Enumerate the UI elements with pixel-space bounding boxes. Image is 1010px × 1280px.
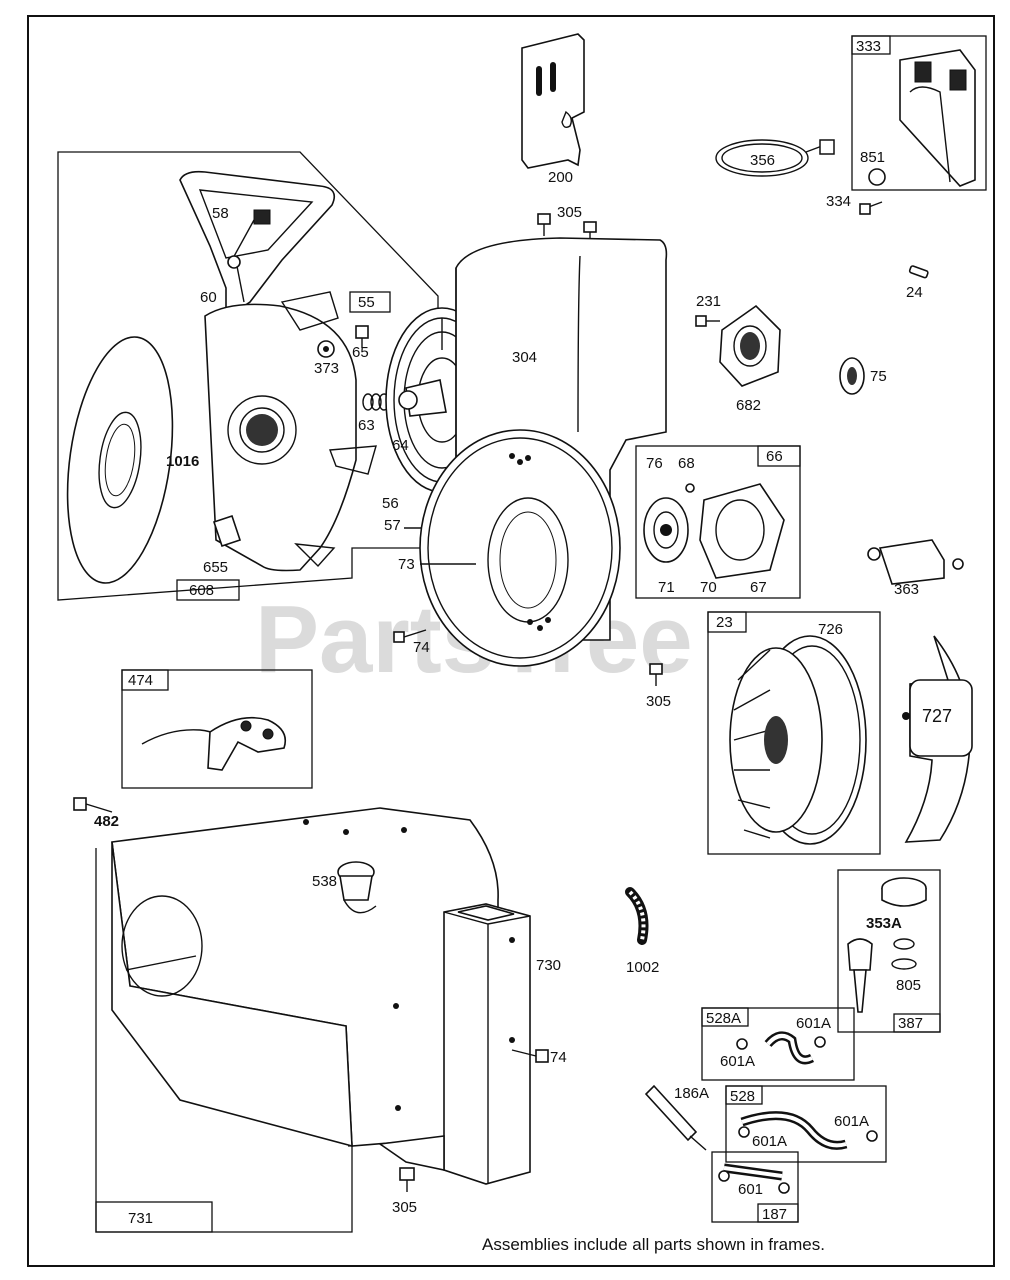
part-label-24[interactable]: 24 [906, 284, 923, 301]
part-58-clip[interactable] [227, 209, 271, 269]
part-538-knob[interactable] [337, 861, 377, 914]
part-label-601A-b[interactable]: 601A [720, 1053, 755, 1070]
frame-55[interactable] [349, 291, 391, 313]
part-231-screw[interactable] [695, 315, 720, 327]
part-851-icon[interactable] [868, 168, 886, 186]
frame-label-528A[interactable]: 528A [706, 1010, 741, 1027]
part-label-363[interactable]: 363 [894, 581, 919, 598]
part-730-tube[interactable] [377, 903, 531, 1185]
part-label-334[interactable]: 334 [826, 193, 851, 210]
part-74-screw-a[interactable] [393, 629, 427, 643]
part-356-wire[interactable] [715, 139, 835, 177]
frame-387[interactable] [837, 869, 941, 1033]
part-74-screw-b[interactable] [511, 1049, 549, 1063]
part-1016-disc[interactable] [53, 330, 187, 590]
part-305-screws-top[interactable] [537, 213, 597, 244]
part-label-726[interactable]: 726 [818, 621, 843, 638]
part-label-74-b[interactable]: 74 [550, 1049, 567, 1066]
part-label-57[interactable]: 57 [384, 517, 401, 534]
part-24-pin[interactable] [908, 265, 929, 279]
part-305-screw-bottom[interactable] [399, 1167, 415, 1192]
frame-label-608[interactable]: 608 [189, 582, 214, 599]
blower-housing[interactable] [204, 291, 377, 572]
frame-label-731[interactable]: 731 [128, 1210, 153, 1227]
frame-333[interactable] [851, 35, 987, 191]
part-label-730[interactable]: 730 [536, 957, 561, 974]
part-label-601[interactable]: 601 [738, 1181, 763, 1198]
part-label-601A-a[interactable]: 601A [796, 1015, 831, 1032]
part-186A-fitting[interactable] [644, 1084, 707, 1151]
part-label-76[interactable]: 76 [646, 455, 663, 472]
part-label-356[interactable]: 356 [750, 152, 775, 169]
part-label-64[interactable]: 64 [392, 437, 409, 454]
part-363-connector[interactable] [867, 539, 964, 585]
part-75-washer[interactable] [839, 357, 865, 395]
part-label-373[interactable]: 373 [314, 360, 339, 377]
part-73-backplate[interactable] [419, 429, 621, 667]
part-label-305-top[interactable]: 305 [557, 204, 582, 221]
part-label-70[interactable]: 70 [700, 579, 717, 596]
part-label-1016[interactable]: 1016 [166, 453, 199, 470]
frame-label-55[interactable]: 55 [358, 294, 375, 311]
frame-label-528[interactable]: 528 [730, 1088, 755, 1105]
part-label-601A-c[interactable]: 601A [834, 1113, 869, 1130]
part-label-1002[interactable]: 1002 [626, 959, 659, 976]
frame-label-187[interactable]: 187 [762, 1206, 787, 1223]
part-334-screw[interactable] [859, 201, 883, 215]
part-305-screw-mid[interactable] [649, 663, 663, 686]
part-label-56[interactable]: 56 [382, 495, 399, 512]
part-label-601A-d[interactable]: 601A [752, 1133, 787, 1150]
frame-label-23[interactable]: 23 [716, 614, 733, 631]
part-label-538[interactable]: 538 [312, 873, 337, 890]
part-label-727[interactable]: 727 [922, 706, 952, 726]
part-682-flange[interactable] [719, 304, 781, 387]
part-label-58[interactable]: 58 [212, 205, 229, 222]
frame-528[interactable] [725, 1085, 887, 1163]
part-label-71[interactable]: 71 [658, 579, 675, 596]
part-label-682[interactable]: 682 [736, 397, 761, 414]
footer-note: Assemblies include all parts shown in fr… [482, 1235, 825, 1254]
part-label-200[interactable]: 200 [548, 169, 573, 186]
part-200-bracket[interactable] [521, 33, 585, 169]
frame-187[interactable] [711, 1151, 799, 1223]
part-1002-hose[interactable] [625, 887, 649, 945]
part-label-305-bottom[interactable]: 305 [392, 1199, 417, 1216]
frame-731[interactable] [95, 807, 499, 1233]
part-label-851[interactable]: 851 [860, 149, 885, 166]
frame-474[interactable] [121, 669, 313, 789]
part-373-nut[interactable] [317, 340, 335, 358]
part-label-67[interactable]: 67 [750, 579, 767, 596]
page-border [27, 15, 995, 1267]
part-label-304[interactable]: 304 [512, 349, 537, 366]
part-label-75[interactable]: 75 [870, 368, 887, 385]
part-label-73[interactable]: 73 [398, 556, 415, 573]
part-655-clip[interactable] [212, 514, 242, 548]
part-label-60[interactable]: 60 [200, 289, 217, 306]
part-label-74-a[interactable]: 74 [413, 639, 430, 656]
frame-label-66[interactable]: 66 [766, 448, 783, 465]
part-label-68[interactable]: 68 [678, 455, 695, 472]
part-727-guard[interactable] [902, 635, 973, 843]
frame-label-333[interactable]: 333 [856, 38, 881, 55]
part-482-bolt[interactable] [73, 797, 113, 813]
part-label-305-mid[interactable]: 305 [646, 693, 671, 710]
part-label-186A[interactable]: 186A [674, 1085, 709, 1102]
part-63-spring[interactable] [362, 393, 390, 411]
frame-label-474[interactable]: 474 [128, 672, 153, 689]
part-label-231[interactable]: 231 [696, 293, 721, 310]
part-label-63[interactable]: 63 [358, 417, 375, 434]
part-label-353A[interactable]: 353A [866, 915, 902, 932]
frame-608[interactable] [57, 151, 439, 601]
part-label-655[interactable]: 655 [203, 559, 228, 576]
part-label-805[interactable]: 805 [896, 977, 921, 994]
part-label-65[interactable]: 65 [352, 344, 369, 361]
frame-23[interactable] [707, 611, 881, 855]
frame-66[interactable] [635, 445, 801, 599]
part-65-bolt[interactable] [355, 325, 369, 348]
frame-528A[interactable] [701, 1007, 855, 1081]
part-label-482[interactable]: 482 [94, 813, 119, 830]
frame-label-387[interactable]: 387 [898, 1015, 923, 1032]
